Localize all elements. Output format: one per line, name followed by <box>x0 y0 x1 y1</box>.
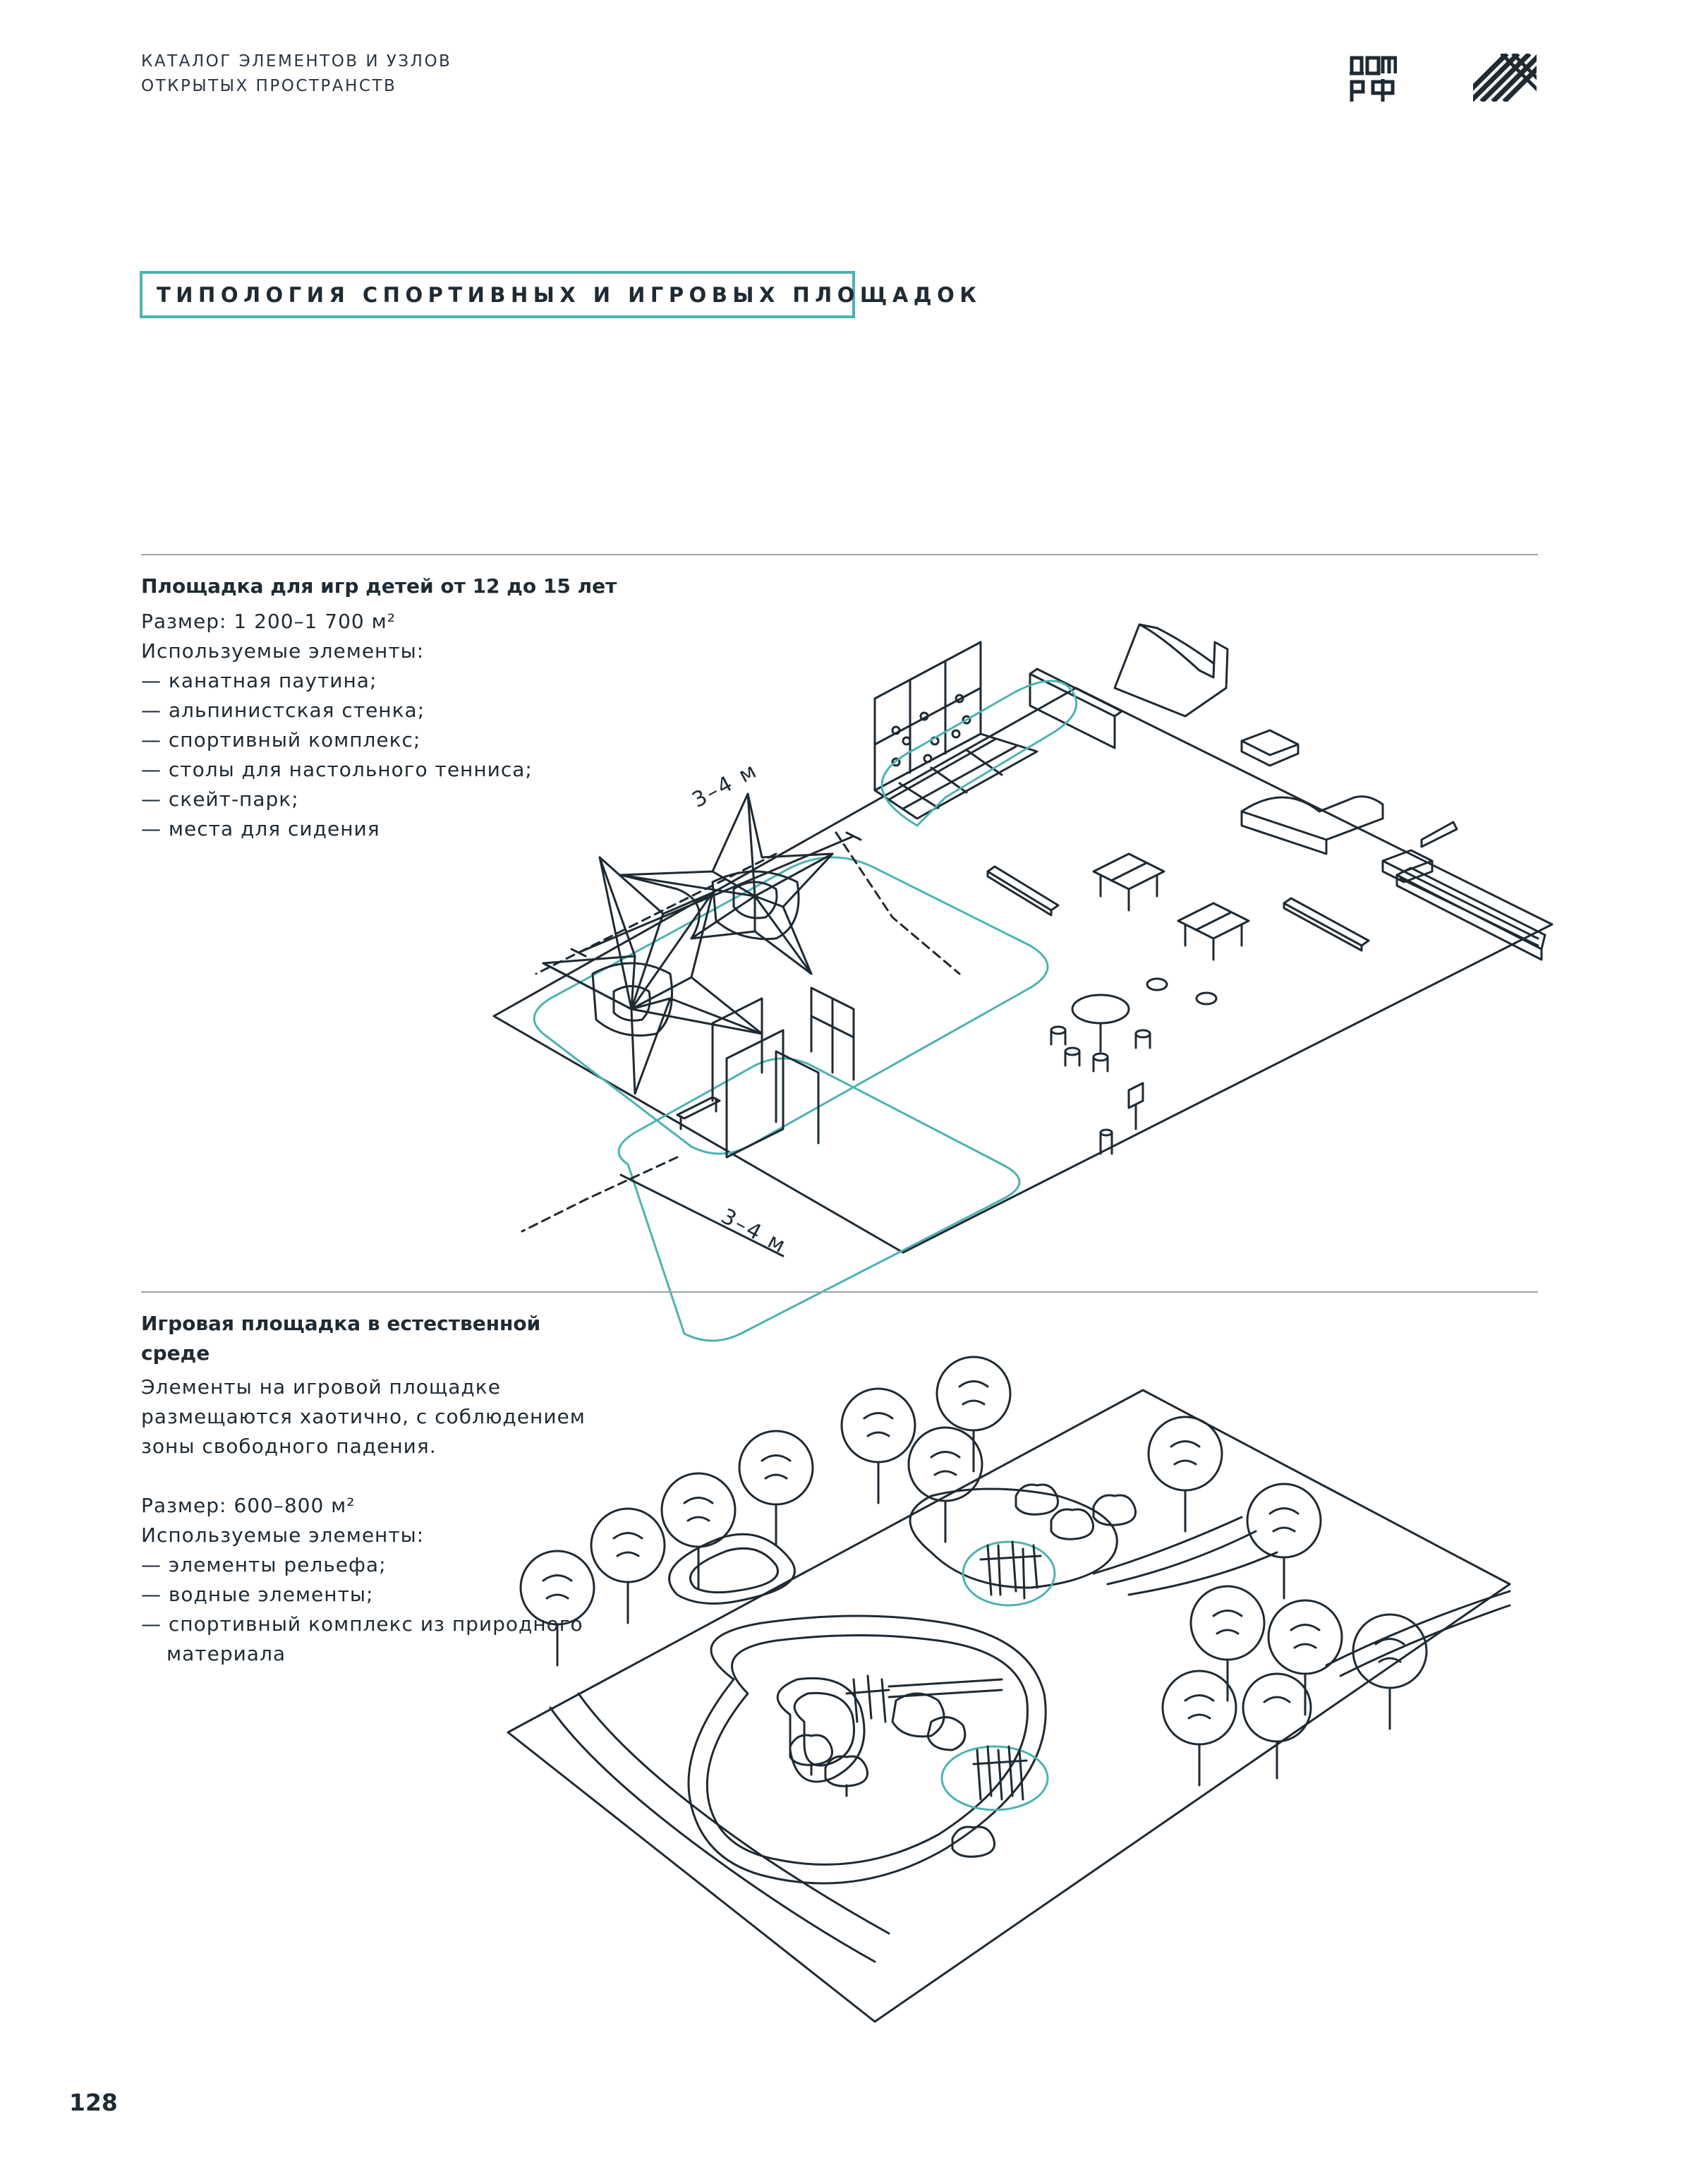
tree <box>660 1472 737 1589</box>
tree <box>519 1550 595 1667</box>
shrub <box>824 1755 868 1797</box>
shrub <box>1050 1508 1094 1540</box>
tree <box>935 1356 1012 1473</box>
block2-title: Игровая площадка в естественной среде <box>141 1309 663 1368</box>
shrub <box>789 1734 833 1776</box>
dimension-lines <box>521 831 961 1233</box>
safety-zone-web <box>533 856 1049 1155</box>
block-teen-playground: Площадка для игр детей от 12 до 15 лет Р… <box>141 572 663 844</box>
winding-path <box>705 1634 1029 1866</box>
block2-item: — элементы рельефа; <box>141 1553 387 1576</box>
log-structure <box>845 1674 1003 1723</box>
bin <box>1099 1131 1113 1155</box>
shrub <box>1014 1483 1059 1516</box>
block1-item: — скейт-парк; <box>141 787 299 811</box>
bench <box>986 865 1060 917</box>
boulder <box>926 1716 967 1751</box>
skate-pyramid <box>1240 795 1384 841</box>
block2-desc-line: размещаются хаотично, с соблюдением <box>141 1405 586 1428</box>
divider-top <box>141 554 1538 555</box>
tree <box>1147 1416 1223 1533</box>
tree <box>840 1387 916 1504</box>
fall-zone <box>962 1540 1056 1607</box>
block1-item: — спортивный комплекс; <box>141 728 421 751</box>
teen-playground-illustration: 3–4 м 3–4 м <box>492 623 1553 1342</box>
curve-path <box>668 1533 796 1605</box>
log-structure <box>979 1540 1042 1600</box>
round-table <box>1071 994 1130 1025</box>
block2-desc-line: Элементы на игровой площадке <box>141 1375 501 1399</box>
dimension-arrow-bottom <box>619 1173 785 1257</box>
natural-playground-illustration <box>507 1356 1511 2023</box>
rope-web-left <box>542 856 763 1095</box>
rope-web-right <box>619 792 834 975</box>
tree <box>1242 1672 1312 1780</box>
pattern-logo <box>1473 54 1537 102</box>
block-natural-playground: Игровая площадка в естественной среде Эл… <box>141 1309 663 1669</box>
skate-box-small <box>1381 849 1434 883</box>
skate-ramp <box>1113 623 1229 718</box>
header-line-1: КАТАЛОГ ЭЛЕМЕНТОВ И УЗЛОВ <box>141 52 452 71</box>
log-structure <box>972 1745 1028 1801</box>
block2-item: — водные элементы; <box>141 1583 374 1606</box>
header-line-2: ОТКРЫТЫХ ПРОСТРАНСТВ <box>141 77 397 95</box>
tree <box>1246 1483 1322 1600</box>
block2-title-line-2: среде <box>141 1341 210 1365</box>
shrub <box>951 1825 995 1858</box>
section-title: ТИПОЛОГИЯ СПОРТИВНЫХ И ИГРОВЫХ ПЛОЩАДОК <box>140 271 976 318</box>
tree <box>738 1430 814 1547</box>
pingpong-table <box>1177 902 1250 961</box>
tree <box>907 1426 983 1543</box>
block1-item: — канатная паутина; <box>141 669 377 692</box>
winding-path-inner <box>793 1691 856 1767</box>
block1-item: — столы для настольного тенниса; <box>141 758 533 781</box>
block2-elements-label: Используемые элементы: <box>141 1523 425 1547</box>
block1-title: Площадка для игр детей от 12 до 15 лет <box>141 574 617 598</box>
tree <box>1189 1585 1266 1702</box>
boulder <box>891 1692 945 1738</box>
path-edge <box>549 1692 890 1963</box>
ground-plane <box>492 687 1553 1254</box>
signboard <box>1127 1082 1144 1130</box>
tree <box>1267 1599 1343 1716</box>
fall-zone <box>940 1745 1049 1811</box>
skate-edge <box>1029 672 1116 749</box>
block2-desc-line: зоны свободного падения. <box>141 1435 437 1458</box>
block1-item: — альпинистская стенка; <box>141 699 425 722</box>
safety-zone-climbing <box>880 680 1078 827</box>
pingpong-table <box>1092 852 1165 912</box>
shrub <box>1092 1494 1137 1526</box>
block2-item-continuation: материала <box>166 1642 286 1665</box>
safety-zone-workout <box>617 1057 1021 1342</box>
dimension-arrow-top <box>570 831 862 958</box>
path-edge <box>1325 1590 1511 1677</box>
curve-path <box>689 1547 779 1594</box>
block2-size: Размер: 600–800 м² <box>141 1494 356 1517</box>
workout-complex <box>676 986 855 1159</box>
winding-path <box>687 1614 1047 1885</box>
dimension-label-bottom: 3–4 м <box>717 1204 791 1259</box>
skate-box <box>1240 729 1300 767</box>
block2-title-line-1: Игровая площадка в естественной <box>141 1312 541 1335</box>
block1-elements-label: Используемые элементы: <box>141 639 425 663</box>
ground-plane <box>507 1389 1511 2023</box>
block1-item: — места для сидения <box>141 817 380 840</box>
tree <box>1161 1670 1237 1787</box>
climbing-holds <box>891 694 971 767</box>
catalog-header: КАТАЛОГ ЭЛЕМЕНТОВ И УЗЛОВ ОТКРЫТЫХ ПРОСТ… <box>141 49 452 99</box>
block2-item: — спортивный комплекс из природного <box>141 1612 583 1636</box>
tree <box>1352 1613 1428 1730</box>
tree <box>590 1507 666 1624</box>
page-number: 128 <box>69 2089 118 2116</box>
divider-middle <box>141 1291 1538 1293</box>
block1-size: Размер: 1 200–1 700 м² <box>141 610 396 633</box>
winding-path-inner <box>776 1677 866 1783</box>
bench <box>1283 897 1370 952</box>
curve-path <box>909 1487 1118 1589</box>
dom-rf-logo <box>1350 56 1397 102</box>
